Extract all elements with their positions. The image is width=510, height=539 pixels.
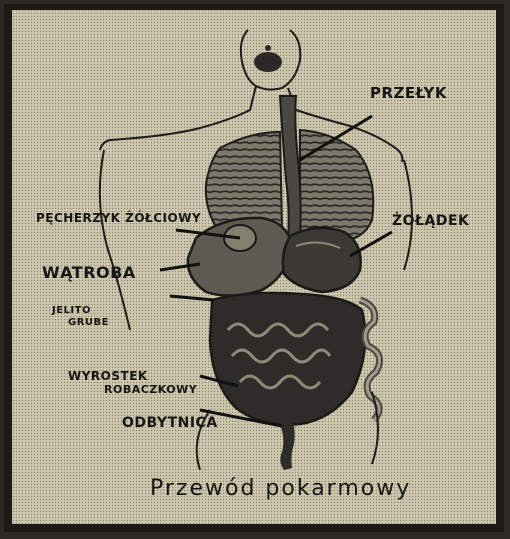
- label-zoladek: Żołądek: [392, 214, 469, 228]
- label-jelito: Jelito: [52, 306, 91, 316]
- stomach: [283, 228, 361, 292]
- label-przelyk: Przełyk: [370, 86, 447, 101]
- label-robaczkowy: robaczkowy: [104, 384, 197, 395]
- mouth: [254, 52, 282, 72]
- label-odbytnica: Odbytnica: [122, 416, 218, 430]
- label-pecherzyk-zolciowy: Pęcherzyk żółciowy: [36, 212, 201, 224]
- label-wyrostek: Wyrostek: [68, 370, 148, 382]
- label-watroba: Wątroba: [42, 265, 136, 281]
- label-grube: grube: [68, 318, 109, 328]
- diagram-title: Przewód pokarmowy: [150, 478, 411, 500]
